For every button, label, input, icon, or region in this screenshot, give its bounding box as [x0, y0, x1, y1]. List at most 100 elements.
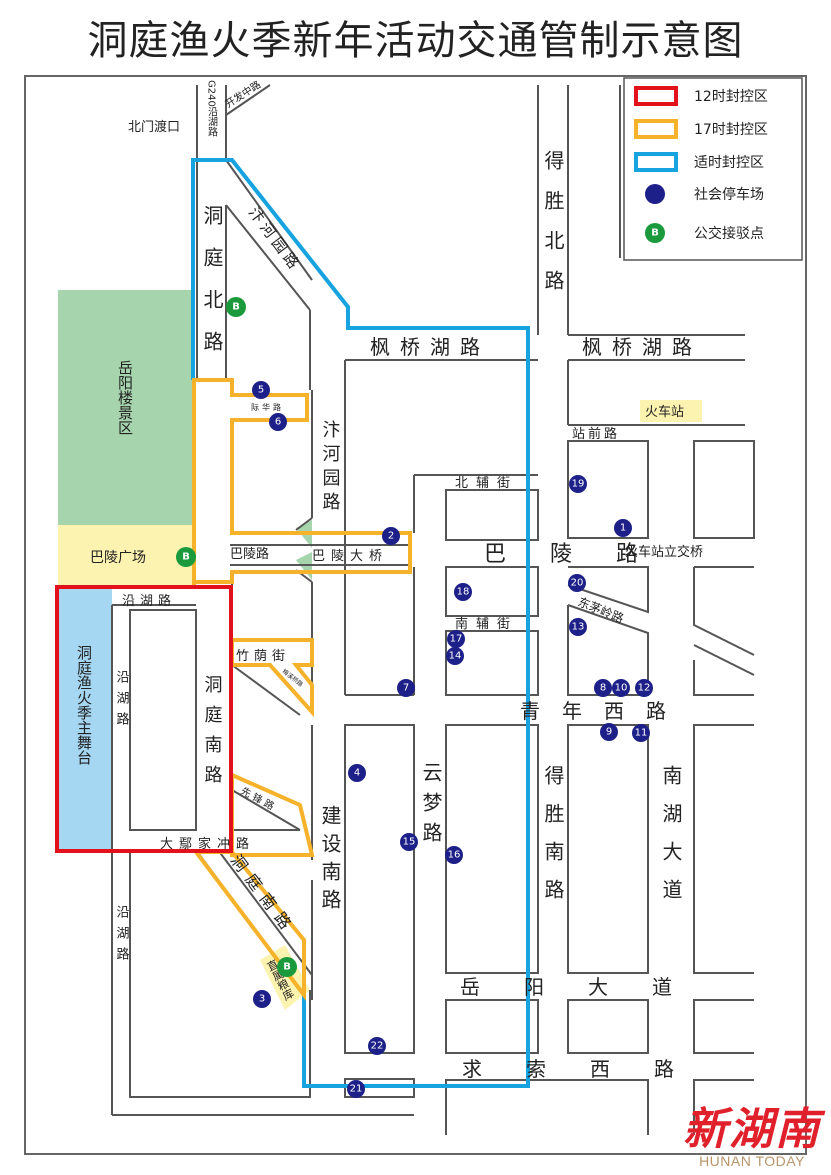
parking-marker[interactable]: 18: [454, 583, 472, 601]
parking-marker[interactable]: 22: [368, 1037, 386, 1055]
map-title: 洞庭渔火季新年活动交通管制示意图: [87, 18, 744, 64]
orange-box-icon: [634, 119, 678, 139]
parking-marker[interactable]: 6: [269, 413, 287, 431]
road-label-g240: G240沿湖路: [206, 80, 218, 138]
parking-number: 10: [615, 683, 628, 694]
yueyang-tower-area[interactable]: [58, 290, 193, 525]
legend: 12时封控区 17时封控区 适时封控区 社会停车场 B 公交接驳点: [623, 77, 803, 261]
road-label-dayingjia: 大鄢家冲路: [160, 836, 255, 852]
blue-box-icon: [634, 152, 678, 172]
bus-stop-glyph: B: [651, 228, 659, 239]
parking-number: 6: [275, 417, 281, 428]
road-label-dongting-nan-diag: 洞庭南路: [227, 851, 300, 939]
bus-stop-glyph: B: [283, 962, 291, 973]
parking-number: 11: [635, 728, 648, 739]
parking-dot-icon: [635, 679, 653, 697]
parking-dot-icon: [368, 1037, 386, 1055]
parking-dot-icon: [645, 184, 665, 204]
bus-stop-marker[interactable]: B: [277, 957, 297, 977]
road-label-zhuyin: 竹荫街: [236, 649, 290, 664]
parking-marker[interactable]: 15: [400, 833, 418, 851]
parking-number: 22: [371, 1041, 384, 1052]
road-label-yanhu-top: 沿湖路: [122, 593, 176, 609]
logo-en: HUNAN TODAY: [699, 1153, 805, 1169]
parking-number: 12: [638, 683, 651, 694]
road-label-bianhe-yuan: 汴河园路: [320, 420, 341, 516]
road-label-jianshe-nan: 建设南路: [318, 805, 342, 917]
parking-marker[interactable]: 5: [252, 381, 270, 399]
legend-label: 12时封控区: [694, 89, 768, 105]
bus-stop-marker[interactable]: B: [176, 547, 196, 567]
main-stage-area[interactable]: [57, 589, 112, 849]
logo-cn: 新湖南: [683, 1104, 821, 1155]
road-label-dongting-nan: 洞庭南路: [202, 675, 223, 795]
zone-17-boundary-zhuyin[interactable]: [230, 638, 314, 718]
road-label-beimen-ferry: 北门渡口: [128, 119, 180, 135]
area-label-baling-square: 巴陵广场: [90, 550, 146, 566]
parking-marker[interactable]: 20: [568, 574, 586, 592]
legend-label: 适时封控区: [694, 155, 764, 171]
area-label-yueyang-tower: 岳阳楼景区: [116, 360, 134, 435]
parking-marker[interactable]: 1: [614, 519, 632, 537]
parking-dot-icon: [568, 574, 586, 592]
red-box-icon: [634, 86, 678, 106]
parking-dot-icon: [614, 519, 632, 537]
road-label-qingnian-xi: 青年西路: [520, 699, 688, 723]
road-label-zhanqian: 站前路: [572, 426, 620, 442]
bus-stop-glyph: B: [182, 552, 190, 563]
bus-stop-marker[interactable]: B: [226, 297, 246, 317]
road-label-nanhu: 南湖大道: [659, 765, 683, 917]
road-label-fengqiao-east: 枫桥湖路: [582, 335, 702, 359]
road-label-baling-bridge: 巴陵大桥: [312, 549, 388, 564]
parking-marker[interactable]: 11: [632, 724, 650, 742]
road-label-desheng-bei: 得胜北路: [541, 150, 565, 310]
parking-marker[interactable]: 4: [348, 764, 366, 782]
parking-marker[interactable]: 10: [612, 679, 630, 697]
legend-label: 社会停车场: [694, 186, 764, 203]
parking-number: 16: [448, 850, 461, 861]
zone-adaptive-boundary[interactable]: [191, 158, 530, 1088]
train-station-area[interactable]: [640, 400, 702, 422]
parking-marker[interactable]: 16: [445, 846, 463, 864]
zone-17-boundary-north[interactable]: [192, 378, 412, 584]
parking-dot-icon: [454, 583, 472, 601]
parking-number: 20: [571, 578, 584, 589]
parking-number: 8: [600, 683, 606, 694]
road-label-train-overpass: 火车站立交桥: [625, 544, 703, 560]
parking-number: 7: [403, 683, 409, 694]
parking-marker[interactable]: 3: [253, 990, 271, 1008]
parking-marker[interactable]: 8: [594, 679, 612, 697]
parking-marker[interactable]: 7: [397, 679, 415, 697]
road-label-yanhu-lower: 沿湖路: [114, 905, 130, 968]
road-label-nanfu: 南辅街: [455, 616, 518, 632]
road-label-jihua: 际华路: [251, 402, 284, 412]
parking-number: 18: [457, 587, 470, 598]
baling-square-area[interactable]: [58, 525, 193, 587]
parking-marker[interactable]: 2: [382, 527, 400, 545]
parking-dot-icon: [600, 723, 618, 741]
parking-dot-icon: [269, 413, 287, 431]
road-label-dongting-bei: 洞庭北路: [200, 205, 224, 373]
parking-number: 9: [606, 727, 612, 738]
road-label-yanhu-inner: 沿湖路: [114, 670, 130, 733]
parking-marker[interactable]: 19: [569, 475, 587, 493]
zone-12-boundary[interactable]: [55, 585, 233, 853]
parking-marker[interactable]: 17: [447, 630, 465, 648]
grain-depot-area[interactable]: [260, 945, 310, 1010]
parking-dot-icon: [569, 618, 587, 636]
parking-number: 21: [350, 1084, 363, 1095]
road-label-yunmeng: 云梦路: [419, 762, 443, 852]
parking-marker[interactable]: 9: [600, 723, 618, 741]
bus-stop-icon: [645, 223, 665, 243]
parking-dot-icon: [348, 764, 366, 782]
area-label-train-station: 火车站: [645, 404, 684, 420]
parking-dot-icon: [347, 1080, 365, 1098]
parking-marker[interactable]: 14: [446, 647, 464, 665]
road-label-fengqiao-west: 枫桥湖路: [370, 335, 490, 359]
parking-marker[interactable]: 13: [569, 618, 587, 636]
parking-marker[interactable]: 12: [635, 679, 653, 697]
parking-dot-icon: [632, 724, 650, 742]
parking-dot-icon: [569, 475, 587, 493]
parking-marker[interactable]: 21: [347, 1080, 365, 1098]
